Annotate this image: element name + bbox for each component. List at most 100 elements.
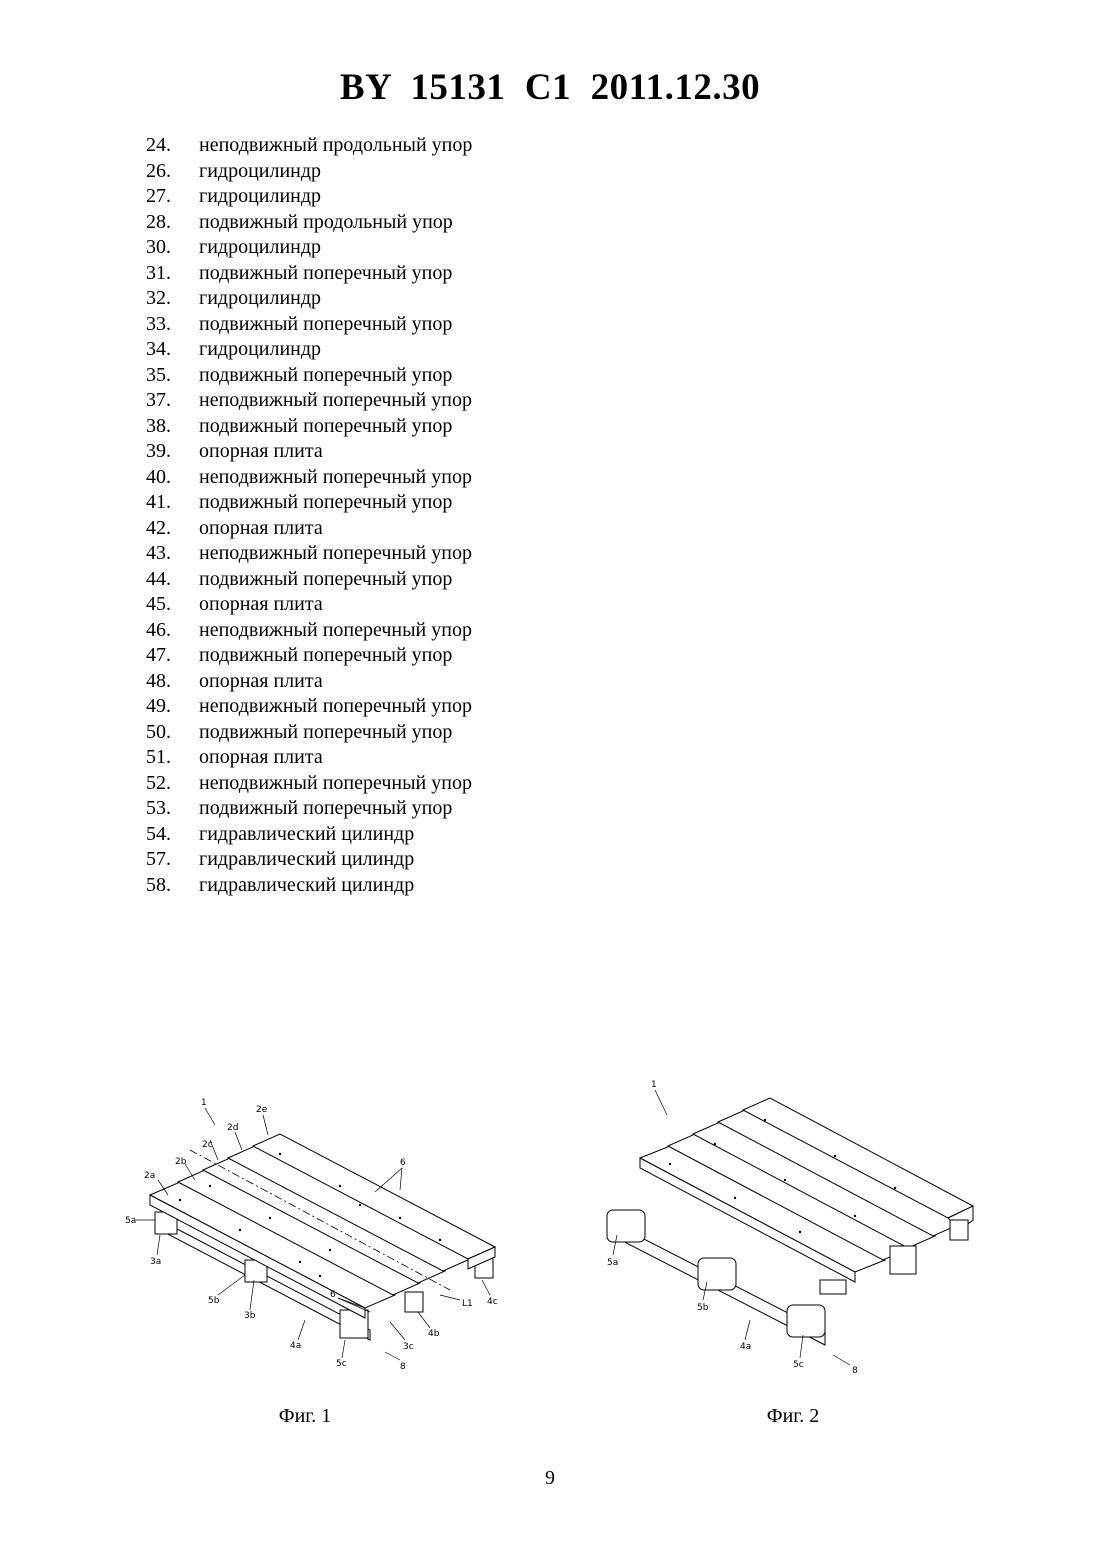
fig1-label-3a: 3a: [150, 1257, 161, 1267]
fig1-label-3b: 3b: [244, 1311, 256, 1321]
legend-item: 34.гидроцилиндр: [146, 337, 666, 363]
fig1-label-2e: 2e: [256, 1105, 268, 1115]
legend-item: 32.гидроцилиндр: [146, 286, 666, 312]
legend-item-text: подвижный поперечный упор: [199, 312, 452, 338]
legend-item-number: 32.: [146, 286, 199, 312]
legend-item-text: гидроцилиндр: [199, 235, 321, 261]
legend-item-text: опорная плита: [199, 745, 323, 771]
legend-item: 43.неподвижный поперечный упор: [146, 541, 666, 567]
legend-item: 39.опорная плита: [146, 439, 666, 465]
figure-1-drawing: 1 2e 2d 2c 2b 2a 6 5a 3a 5b 3b 6 L1 4c 4…: [120, 1090, 510, 1390]
fig1-label-5b: 5b: [208, 1296, 220, 1306]
legend-item-text: гидравлический цилиндр: [199, 822, 414, 848]
fig2-label-5b: 5b: [697, 1303, 709, 1313]
legend-item-number: 50.: [146, 720, 199, 746]
legend-item: 45.опорная плита: [146, 592, 666, 618]
legend-item-number: 28.: [146, 210, 199, 236]
legend-item: 41.подвижный поперечный упор: [146, 490, 666, 516]
legend-item: 54.гидравлический цилиндр: [146, 822, 666, 848]
legend-item-text: подвижный поперечный упор: [199, 567, 452, 593]
fig1-label-4c: 4c: [487, 1297, 498, 1307]
legend-item-text: неподвижный поперечный упор: [199, 388, 472, 414]
legend-item-number: 26.: [146, 159, 199, 185]
fig1-label-L1: L1: [462, 1299, 473, 1309]
legend-item-text: неподвижный продольный упор: [199, 133, 472, 159]
legend-item-number: 27.: [146, 184, 199, 210]
legend-item-number: 24.: [146, 133, 199, 159]
figure-2-caption: Фиг. 2: [723, 1405, 863, 1428]
legend-item: 42.опорная плита: [146, 516, 666, 542]
fig2-label-4a: 4a: [740, 1342, 751, 1352]
legend-item: 49.неподвижный поперечный упор: [146, 694, 666, 720]
legend-item: 44.подвижный поперечный упор: [146, 567, 666, 593]
legend-item-number: 41.: [146, 490, 199, 516]
legend-item: 33.подвижный поперечный упор: [146, 312, 666, 338]
legend-item-text: неподвижный поперечный упор: [199, 465, 472, 491]
legend-item-number: 49.: [146, 694, 199, 720]
legend-item: 52.неподвижный поперечный упор: [146, 771, 666, 797]
fig1-label-5c: 5c: [336, 1359, 347, 1369]
fig1-label-6-bottom: 6: [330, 1290, 336, 1300]
fig2-label-1: 1: [651, 1080, 657, 1090]
reference-legend: 24.неподвижный продольный упор26.гидроци…: [146, 133, 666, 898]
legend-item-text: подвижный поперечный упор: [199, 720, 452, 746]
legend-item-number: 58.: [146, 873, 199, 899]
legend-item-number: 42.: [146, 516, 199, 542]
legend-item: 30.гидроцилиндр: [146, 235, 666, 261]
legend-item: 48.опорная плита: [146, 669, 666, 695]
legend-item: 50.подвижный поперечный упор: [146, 720, 666, 746]
legend-item-text: неподвижный поперечный упор: [199, 771, 472, 797]
figure-2-drawing: 1 5a 5b 4a 5c 8: [595, 1070, 985, 1390]
legend-item-number: 43.: [146, 541, 199, 567]
legend-item-number: 35.: [146, 363, 199, 389]
legend-item-number: 38.: [146, 414, 199, 440]
legend-item-text: подвижный поперечный упор: [199, 363, 452, 389]
fig1-label-4b: 4b: [428, 1329, 440, 1339]
legend-item: 57.гидравлический цилиндр: [146, 847, 666, 873]
fig1-label-2c: 2c: [202, 1140, 213, 1150]
document-header: BY 15131 C1 2011.12.30: [0, 66, 1100, 109]
legend-item-number: 47.: [146, 643, 199, 669]
fig1-label-3c: 3c: [403, 1342, 414, 1352]
legend-item-text: гидроцилиндр: [199, 159, 321, 185]
legend-item-number: 51.: [146, 745, 199, 771]
figure-1-caption: Фиг. 1: [235, 1405, 375, 1428]
fig2-label-5c: 5c: [793, 1360, 804, 1370]
legend-item-text: неподвижный поперечный упор: [199, 694, 472, 720]
legend-item-number: 39.: [146, 439, 199, 465]
legend-item-number: 54.: [146, 822, 199, 848]
legend-item-text: подвижный поперечный упор: [199, 643, 452, 669]
fig1-label-5a: 5a: [125, 1216, 136, 1226]
legend-item-text: опорная плита: [199, 592, 323, 618]
legend-item: 47.подвижный поперечный упор: [146, 643, 666, 669]
legend-item-text: гидроцилиндр: [199, 286, 321, 312]
legend-item-text: опорная плита: [199, 516, 323, 542]
legend-item-text: подвижный поперечный упор: [199, 414, 452, 440]
legend-item-number: 57.: [146, 847, 199, 873]
legend-item-number: 37.: [146, 388, 199, 414]
legend-item-text: подвижный поперечный упор: [199, 796, 452, 822]
legend-item: 35.подвижный поперечный упор: [146, 363, 666, 389]
legend-item-text: подвижный продольный упор: [199, 210, 453, 236]
fig1-label-1: 1: [201, 1098, 207, 1108]
legend-item: 46.неподвижный поперечный упор: [146, 618, 666, 644]
legend-item-text: подвижный поперечный упор: [199, 490, 452, 516]
fig2-label-8: 8: [852, 1366, 858, 1376]
legend-item-number: 46.: [146, 618, 199, 644]
legend-item: 37.неподвижный поперечный упор: [146, 388, 666, 414]
legend-item: 53.подвижный поперечный упор: [146, 796, 666, 822]
fig1-label-2a: 2a: [144, 1171, 155, 1181]
figure-2-pallet-exploded: 1 5a 5b 4a 5c 8: [595, 1070, 985, 1390]
fig1-label-2b: 2b: [175, 1157, 187, 1167]
legend-item-text: гидроцилиндр: [199, 337, 321, 363]
legend-item-number: 44.: [146, 567, 199, 593]
legend-item-number: 53.: [146, 796, 199, 822]
legend-item: 31.подвижный поперечный упор: [146, 261, 666, 287]
legend-item-number: 40.: [146, 465, 199, 491]
legend-item: 28.подвижный продольный упор: [146, 210, 666, 236]
legend-item-text: неподвижный поперечный упор: [199, 618, 472, 644]
legend-item-number: 52.: [146, 771, 199, 797]
fig1-label-4a: 4a: [290, 1341, 301, 1351]
legend-item-text: подвижный поперечный упор: [199, 261, 452, 287]
legend-item-text: гидравлический цилиндр: [199, 873, 414, 899]
